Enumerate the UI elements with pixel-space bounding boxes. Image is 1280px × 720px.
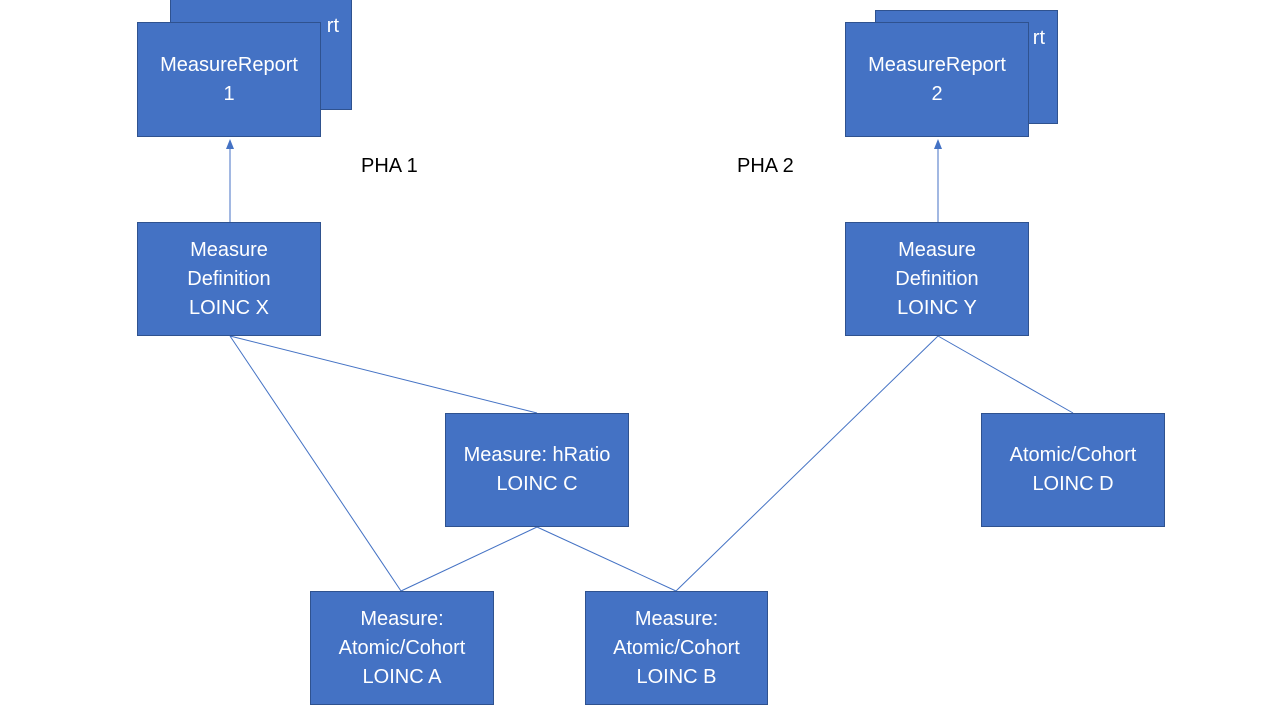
measure-report-1-back-text: rt <box>326 15 339 37</box>
edge-def-y-to-atomic-b <box>675 335 939 592</box>
measure-atomic-cohort-loinc-a-box: Measure: Atomic/Cohort LOINC A <box>310 591 494 705</box>
atomic-cohort-loinc-d-label: Atomic/Cohort LOINC D <box>1009 444 1137 495</box>
pha-1-label: PHA 1 <box>361 155 418 177</box>
measure-report-2-box: MeasureReport 2 <box>845 22 1029 137</box>
atomic-cohort-loinc-d-box: Atomic/Cohort LOINC D <box>981 413 1165 527</box>
edge-hratio-c-to-atomic-b <box>536 526 677 592</box>
edge-hratio-c-to-atomic-a <box>400 526 538 592</box>
measure-hratio-loinc-c-box: Measure: hRatio LOINC C <box>445 413 629 527</box>
measure-definition-loinc-x-label: Measure Definition LOINC X <box>187 238 271 319</box>
measure-definition-loinc-y-label: Measure Definition LOINC Y <box>895 238 979 319</box>
measure-atomic-cohort-loinc-b-label: Measure: Atomic/Cohort LOINC B <box>613 607 740 688</box>
measure-hratio-loinc-c-label: Measure: hRatio LOINC C <box>463 444 611 495</box>
edge-def-x-to-atomic-a <box>229 335 402 592</box>
edge-def-x-to-hratio-c <box>229 335 538 414</box>
measure-report-1-label: MeasureReport 1 <box>160 53 298 105</box>
measure-report-2-label: MeasureReport 2 <box>868 53 1006 105</box>
pha-2-label: PHA 2 <box>737 155 794 177</box>
measure-atomic-cohort-loinc-b-box: Measure: Atomic/Cohort LOINC B <box>585 591 768 705</box>
measure-definition-loinc-x-box: Measure Definition LOINC X <box>137 222 321 336</box>
measure-report-1-box: MeasureReport 1 <box>137 22 321 137</box>
measure-atomic-cohort-loinc-a-label: Measure: Atomic/Cohort LOINC A <box>338 607 466 688</box>
measure-report-2-back-text: rt <box>1032 27 1045 49</box>
measure-definition-loinc-y-box: Measure Definition LOINC Y <box>845 222 1029 336</box>
edge-def-y-to-atomic-d <box>937 335 1074 414</box>
